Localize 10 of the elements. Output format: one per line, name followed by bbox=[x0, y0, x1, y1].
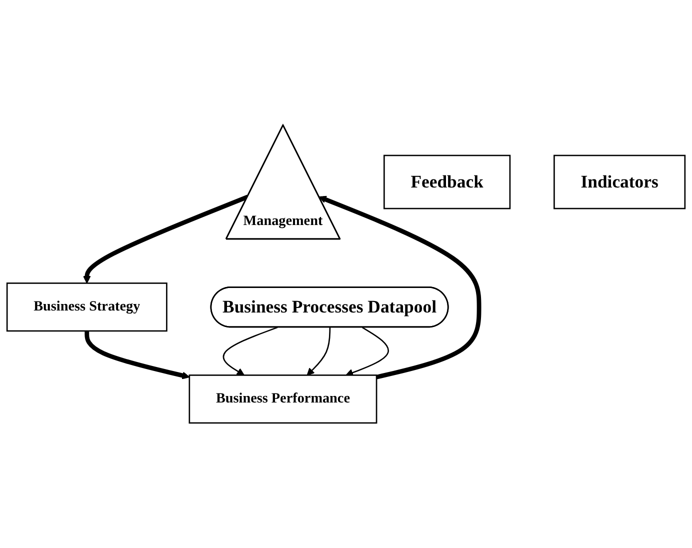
arrow bbox=[318, 196, 482, 380]
arrow bbox=[346, 326, 389, 376]
arrow bbox=[222, 326, 278, 376]
arrow bbox=[83, 194, 249, 284]
node-box: Business Strategy bbox=[6, 282, 168, 332]
arrow bbox=[306, 327, 331, 376]
node-box: Feedback bbox=[383, 154, 511, 210]
node-box: Indicators bbox=[554, 154, 686, 210]
node-box: Business Performance bbox=[188, 374, 378, 424]
arrow bbox=[84, 330, 190, 380]
